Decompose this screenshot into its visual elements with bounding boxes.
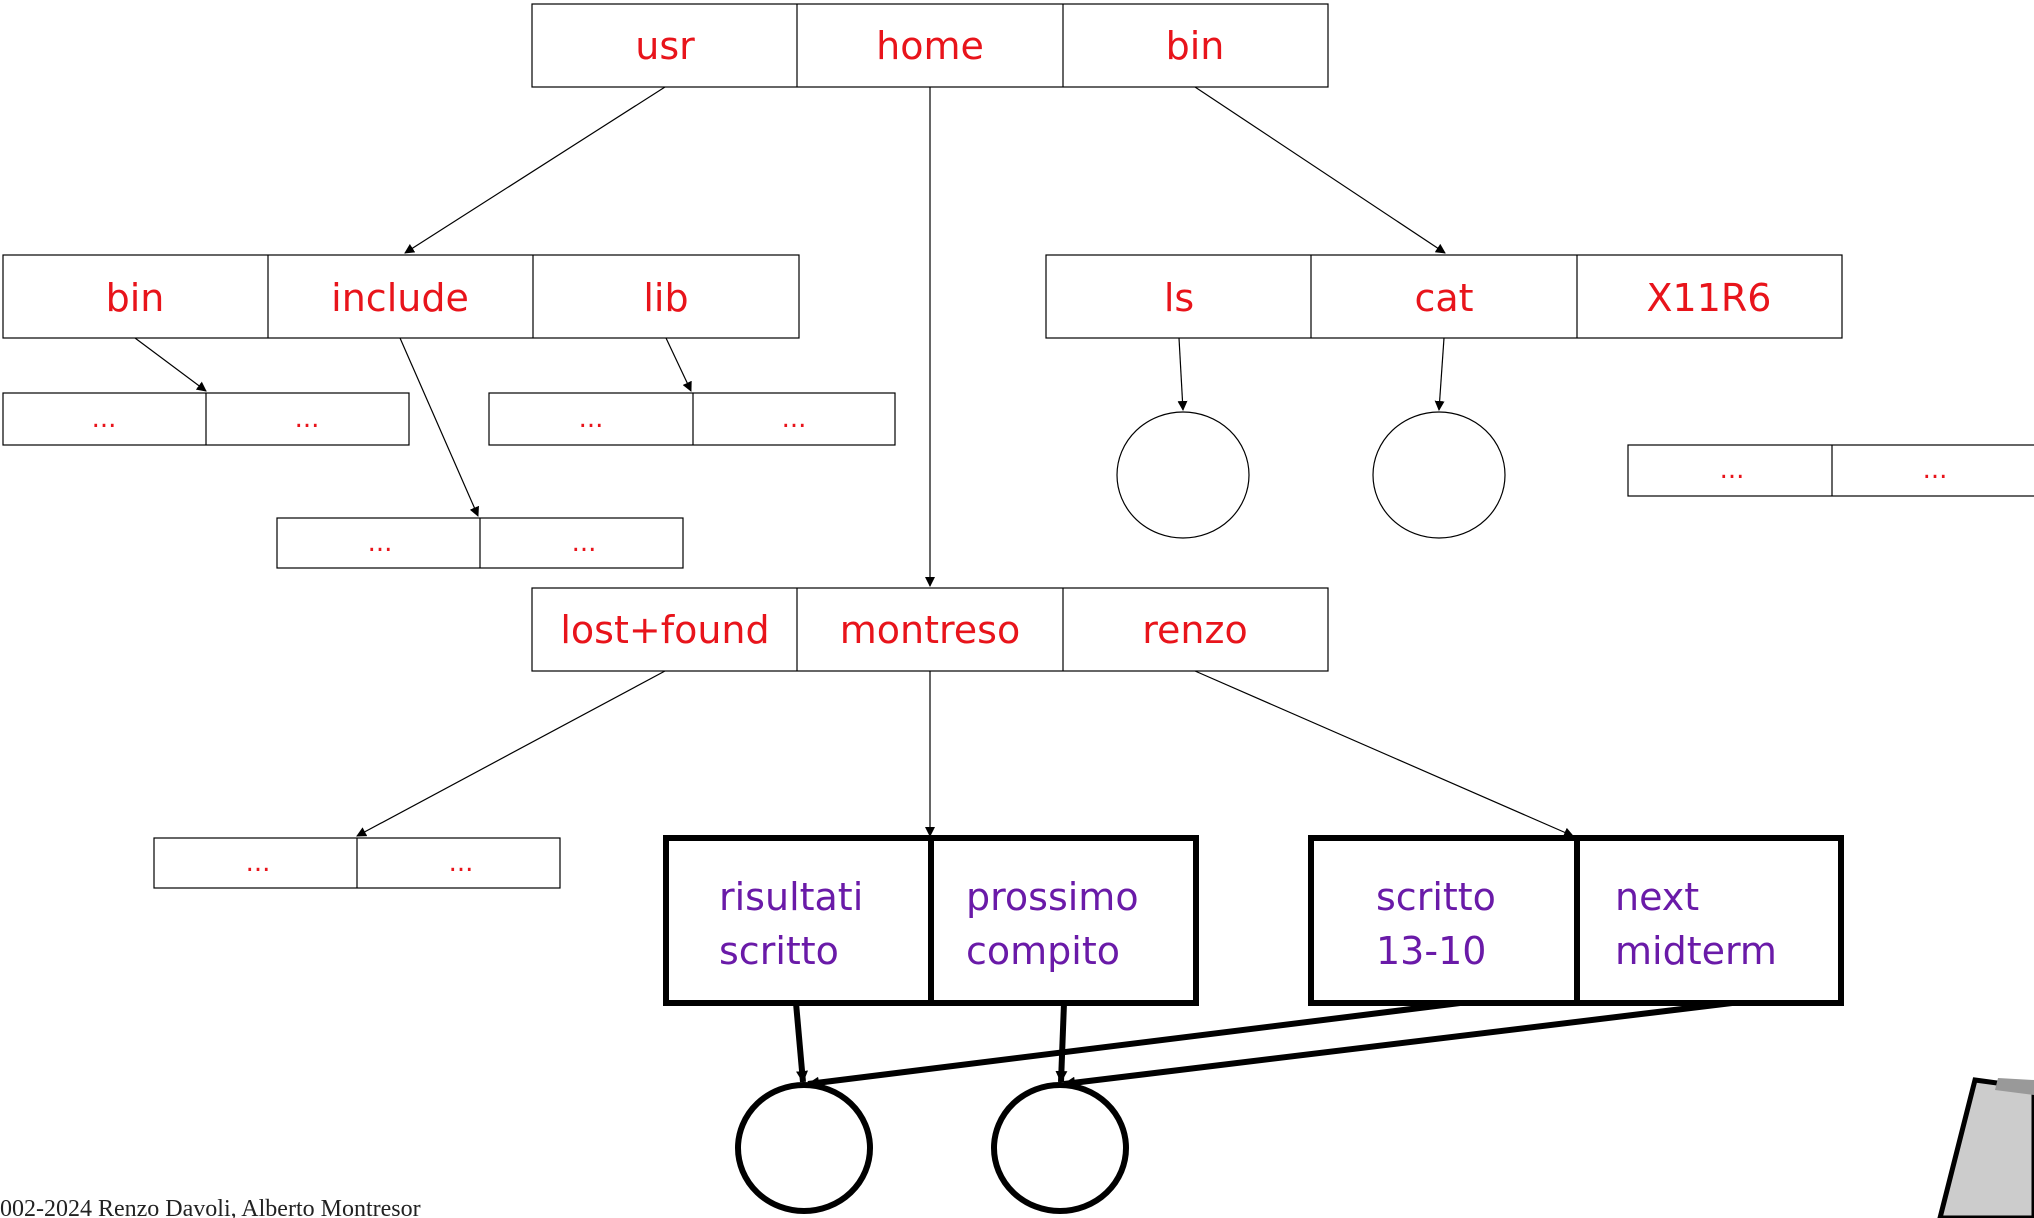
edge-prossimo-compito bbox=[1055, 1002, 1068, 1083]
home-directory: lost+found montreso renzo bbox=[531, 587, 1329, 672]
edge-cat bbox=[1434, 337, 1445, 411]
decorative-pencil-icon bbox=[1937, 1077, 2034, 1218]
shared-file-node-2 bbox=[991, 1082, 1129, 1214]
renzo-directory: scritto 13-10 next midterm bbox=[1308, 835, 1844, 1006]
edge-renzo bbox=[1194, 670, 1574, 837]
shared-file-node-1 bbox=[735, 1082, 873, 1214]
montreso-entry-2-line1: prossimo bbox=[966, 875, 1139, 919]
edge-ls bbox=[1177, 337, 1188, 411]
placeholder-entry: ... bbox=[1720, 455, 1745, 485]
placeholder-entry: ... bbox=[92, 404, 117, 434]
usr-directory: bin include lib bbox=[2, 254, 800, 339]
renzo-entry-2-line1: next bbox=[1615, 875, 1699, 919]
edge-usr-bin bbox=[134, 337, 207, 392]
thin-edges bbox=[134, 86, 1574, 837]
placeholder-entry: ... bbox=[1923, 455, 1948, 485]
placeholder-entry: ... bbox=[449, 848, 474, 878]
edge-usr-include bbox=[399, 337, 479, 517]
renzo-entry-2-line2: midterm bbox=[1615, 929, 1777, 973]
x11r6-placeholder-directory: ... ... bbox=[1627, 444, 2034, 497]
usr-include-placeholder-directory: ... ... bbox=[276, 517, 684, 569]
root-entry-home: home bbox=[876, 24, 984, 68]
root-directory: usr home bin bbox=[531, 3, 1329, 88]
renzo-entry-1-line2: 13-10 bbox=[1376, 929, 1486, 973]
placeholder-entry: ... bbox=[782, 404, 807, 434]
home-entry-montreso: montreso bbox=[840, 608, 1020, 652]
ls-file-node bbox=[1116, 411, 1250, 539]
edge-scritto-13-10 bbox=[807, 1000, 1461, 1089]
montreso-entry-2-line2: compito bbox=[966, 929, 1120, 973]
usr-entry-lib: lib bbox=[643, 276, 688, 320]
cat-file-node bbox=[1372, 411, 1506, 539]
edge-usr-lib bbox=[665, 337, 692, 392]
renzo-entry-1-line1: scritto bbox=[1376, 875, 1496, 919]
montreso-entry-1-line2: scritto bbox=[719, 929, 839, 973]
root-entry-usr: usr bbox=[635, 24, 695, 68]
usr-entry-bin: bin bbox=[106, 276, 165, 320]
lost-found-placeholder-directory: ... ... bbox=[153, 837, 561, 889]
edge-lost-found bbox=[356, 670, 666, 837]
footer-copyright: 002-2024 Renzo Davoli, Alberto Montresor bbox=[0, 1196, 421, 1218]
home-entry-renzo: renzo bbox=[1142, 608, 1247, 652]
home-entry-lost-found: lost+found bbox=[560, 608, 769, 652]
edge-usr bbox=[404, 86, 666, 254]
usr-bin-placeholder-directory: ... ... bbox=[2, 392, 410, 446]
placeholder-entry: ... bbox=[579, 404, 604, 434]
montreso-directory: risultati scritto prossimo compito bbox=[663, 835, 1199, 1006]
edge-risultati-scritto bbox=[793, 1002, 809, 1083]
usr-entry-include: include bbox=[331, 276, 469, 320]
montreso-entry-1-line1: risultati bbox=[719, 875, 863, 919]
edge-bin bbox=[1194, 86, 1446, 254]
bin-entry-cat: cat bbox=[1414, 276, 1473, 320]
root-entry-bin: bin bbox=[1166, 24, 1225, 68]
bin-directory: ls cat X11R6 bbox=[1045, 254, 1843, 339]
placeholder-entry: ... bbox=[246, 848, 271, 878]
usr-lib-placeholder-directory: ... ... bbox=[488, 392, 896, 446]
bin-entry-x11r6: X11R6 bbox=[1647, 276, 1772, 320]
thick-edges bbox=[793, 1000, 1733, 1089]
bin-entry-ls: ls bbox=[1164, 276, 1194, 320]
placeholder-entry: ... bbox=[295, 404, 320, 434]
placeholder-entry: ... bbox=[572, 528, 597, 558]
placeholder-entry: ... bbox=[368, 528, 393, 558]
edge-next-midterm bbox=[1063, 1000, 1733, 1089]
